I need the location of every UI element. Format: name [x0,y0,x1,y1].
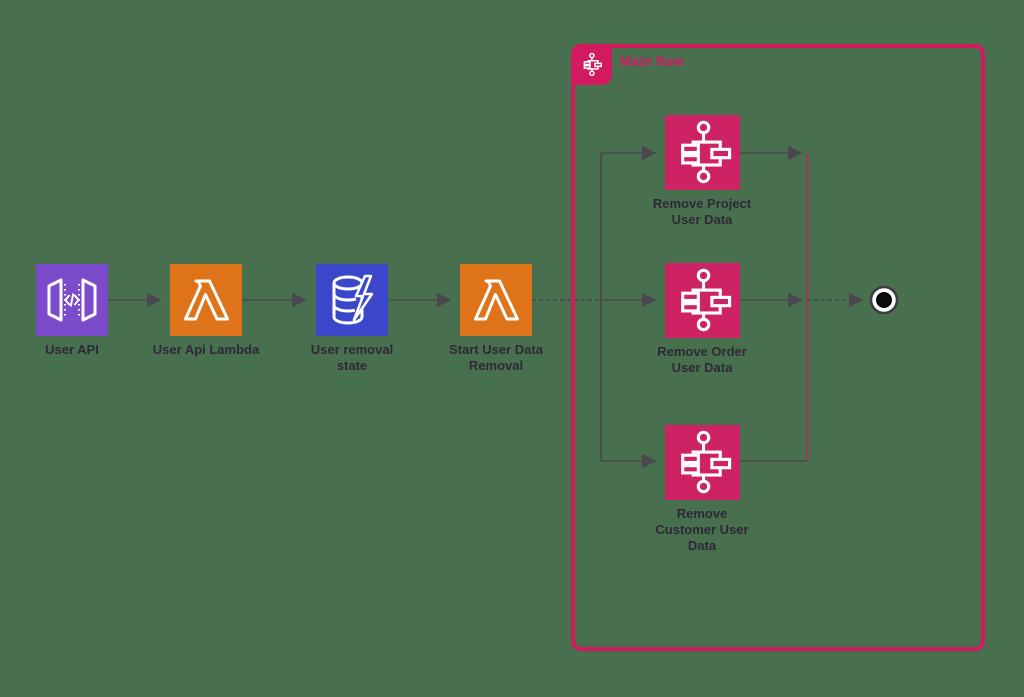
step-functions-icon[interactable] [664,115,740,190]
node-remove-order-user-data[interactable]: Remove Order User Data [632,263,772,376]
node-user-removal-state[interactable]: User removal state [282,264,422,374]
main-flow-badge [571,44,612,85]
api-gateway-icon[interactable] [36,264,108,336]
dynamodb-icon[interactable] [316,264,388,336]
node-label: Remove Project User Data [652,196,752,227]
node-label: Remove Customer User Data [655,506,749,553]
node-remove-customer-user-data[interactable]: Remove Customer User Data [632,425,772,554]
main-flow-label: Main flow [620,53,684,69]
step-functions-icon[interactable] [664,263,740,338]
node-start-user-data-removal[interactable]: Start User Data Removal [426,264,566,374]
node-label: User API [45,342,99,357]
node-remove-project-user-data[interactable]: Remove Project User Data [632,115,772,228]
step-functions-icon[interactable] [664,425,740,500]
end-state[interactable] [869,285,899,315]
node-label: User Api Lambda [152,342,260,357]
node-user-api-lambda[interactable]: User Api Lambda [136,264,276,358]
step-functions-icon [583,52,602,77]
lambda-icon[interactable] [170,264,242,336]
node-label: Start User Data Removal [449,342,543,373]
node-label: User removal state [310,342,394,373]
node-label: Remove Order User Data [657,344,747,375]
main-flow-container[interactable] [571,44,985,651]
lambda-icon[interactable] [460,264,532,336]
node-user-api[interactable]: User API [2,264,142,358]
